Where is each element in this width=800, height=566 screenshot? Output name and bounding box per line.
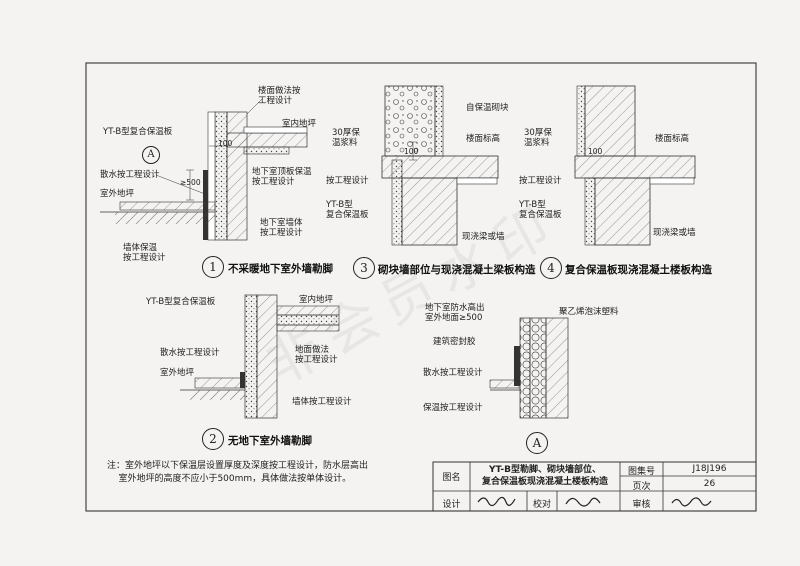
d3-beam-label: 现浇梁或墙 [462, 232, 505, 242]
d3-caption: 砌块墙部位与现浇混凝土梁板构造 [378, 264, 536, 276]
check-label: 校对 [532, 500, 551, 510]
detail-3-drawing [381, 85, 499, 246]
detail-a-drawing [489, 317, 569, 419]
sheet-frame [85, 62, 757, 512]
signatures [477, 496, 712, 507]
detail-2-drawing [180, 294, 340, 419]
d2-number: 2 [202, 428, 224, 450]
d1-floor-note-label: 楼面做法按 工程设计 [258, 86, 301, 106]
d3-dim-100: 100 [404, 147, 419, 156]
d1-board-label: YT-B型复合保温板 [103, 127, 173, 137]
d3-mortar-label: 30厚保 温浆料 [332, 128, 360, 148]
d1-basement-wall-label: 地下室墙体 按工程设计 [260, 218, 303, 238]
d4-beam-label: 现浇梁或墙 [653, 228, 696, 238]
d2-indoor-floor-label: 室内地坪 [299, 295, 334, 305]
atlas-number: J18J196 [692, 464, 727, 474]
d4-board-label: YT-B型 复合保温板 [519, 200, 562, 220]
review-label: 审核 [632, 500, 651, 510]
d1-outdoor-label: 室外地坪 [100, 189, 135, 199]
d1-wall-insulation-label: 墙体保温 按工程设计 [123, 243, 166, 263]
d4-per-design-label: 按工程设计 [519, 176, 562, 186]
d4-dim-100: 100 [588, 147, 603, 156]
d2-outdoor-label: 室外地坪 [160, 368, 195, 378]
da-foam-label: 聚乙烯泡沫塑料 [559, 307, 619, 317]
d1-dim-100: 100 [218, 139, 233, 148]
d1-apron-label: 散水按工程设计 [100, 170, 160, 180]
footnote: 注：室外地坪以下保温层设置厚度及深度按工程设计，防水层高出 室外地坪的高度不应小… [107, 461, 369, 484]
d4-caption: 复合保温板现浇混凝土楼板构造 [565, 264, 712, 276]
da-insulation-label: 保温按工程设计 [423, 403, 483, 413]
d1-indoor-floor-label: 室内地坪 [282, 119, 317, 129]
d1-caption: 不采暖地下室外墙勒脚 [228, 263, 333, 275]
d2-wall-label: 墙体按工程设计 [292, 397, 352, 407]
da-waterproof-label: 地下室防水高出 室外地面≥500 [425, 303, 485, 323]
d3-per-design-label: 按工程设计 [326, 176, 369, 186]
d3-floor-level-label: 楼面标高 [466, 134, 501, 144]
da-number: A [526, 432, 548, 454]
d1-dim-500: ≥500 [180, 178, 201, 187]
atlas-label: 图集号 [627, 467, 655, 477]
d2-apron-label: 散水按工程设计 [160, 348, 220, 358]
d3-block-label: 自保温砌块 [466, 103, 509, 113]
drawing-title: YT-B型勒脚、砌块墙部位、 复合保温板现浇混凝土楼板构造 [481, 465, 608, 487]
detail-4-drawing [574, 85, 696, 246]
d4-number: 4 [540, 257, 562, 279]
page-label: 页次 [632, 482, 651, 492]
d2-floor-note-label: 地面做法 按工程设计 [295, 345, 338, 365]
d4-floor-level-label: 楼面标高 [655, 134, 690, 144]
design-label: 设计 [442, 500, 461, 510]
d2-caption: 无地下室外墙勒脚 [228, 435, 312, 447]
d1-callout-a: A [142, 146, 160, 164]
title-label: 图名 [442, 473, 461, 483]
d3-number: 3 [353, 257, 375, 279]
da-apron-label: 散水按工程设计 [423, 368, 483, 378]
d2-board-label: YT-B型复合保温板 [146, 297, 216, 307]
d4-mortar-label: 30厚保 温浆料 [524, 128, 552, 148]
d3-board-label: YT-B型 复合保温板 [326, 200, 369, 220]
da-sealant-label: 建筑密封胶 [433, 337, 476, 347]
detail-1-drawing [100, 98, 308, 241]
d1-number: 1 [202, 256, 224, 278]
title-block-grid [432, 461, 757, 512]
page-number: 26 [703, 479, 716, 489]
d1-roof-insulation-label: 地下室顶板保温 按工程设计 [252, 167, 312, 187]
